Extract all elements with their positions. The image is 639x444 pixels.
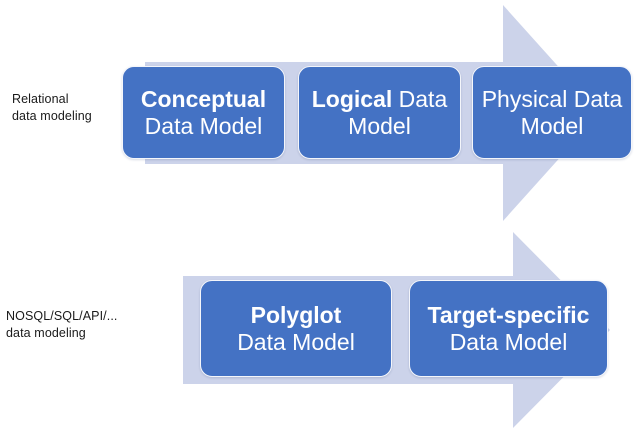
conceptual-box-text: Conceptual Data Model bbox=[135, 86, 272, 138]
target-box-rest: Data Model bbox=[449, 328, 568, 355]
conceptual-box-rest: Data Model bbox=[144, 112, 263, 139]
conceptual-box-emphasis: Conceptual bbox=[140, 86, 267, 113]
logical-data-model-box[interactable]: Logical Data Model bbox=[298, 66, 461, 159]
logical-box-rest: Data Model bbox=[348, 86, 448, 139]
relational-row-label: Relational data modeling bbox=[12, 92, 92, 123]
logical-box-emphasis: Logical bbox=[311, 86, 393, 113]
polyglot-data-model-box[interactable]: Polyglot Data Model bbox=[200, 280, 392, 377]
polyglot-box-text: Polyglot Data Model bbox=[231, 302, 361, 354]
conceptual-data-model-box[interactable]: Conceptual Data Model bbox=[122, 66, 285, 159]
target-specific-data-model-box[interactable]: Target-specific Data Model bbox=[409, 280, 608, 377]
polyglot-box-rest: Data Model bbox=[237, 328, 355, 355]
polyglot-box-emphasis: Polyglot bbox=[250, 302, 342, 329]
nosql-row-label: NOSQL/SQL/API/... data modeling bbox=[6, 309, 118, 340]
physical-box-text: Physical Data Model bbox=[481, 86, 623, 139]
logical-box-text: Logical Data Model bbox=[299, 86, 460, 138]
target-box-text: Target-specific Data Model bbox=[422, 302, 596, 354]
physical-data-model-box[interactable]: Physical Data Model bbox=[472, 66, 632, 159]
target-box-emphasis: Target-specific bbox=[427, 302, 590, 329]
